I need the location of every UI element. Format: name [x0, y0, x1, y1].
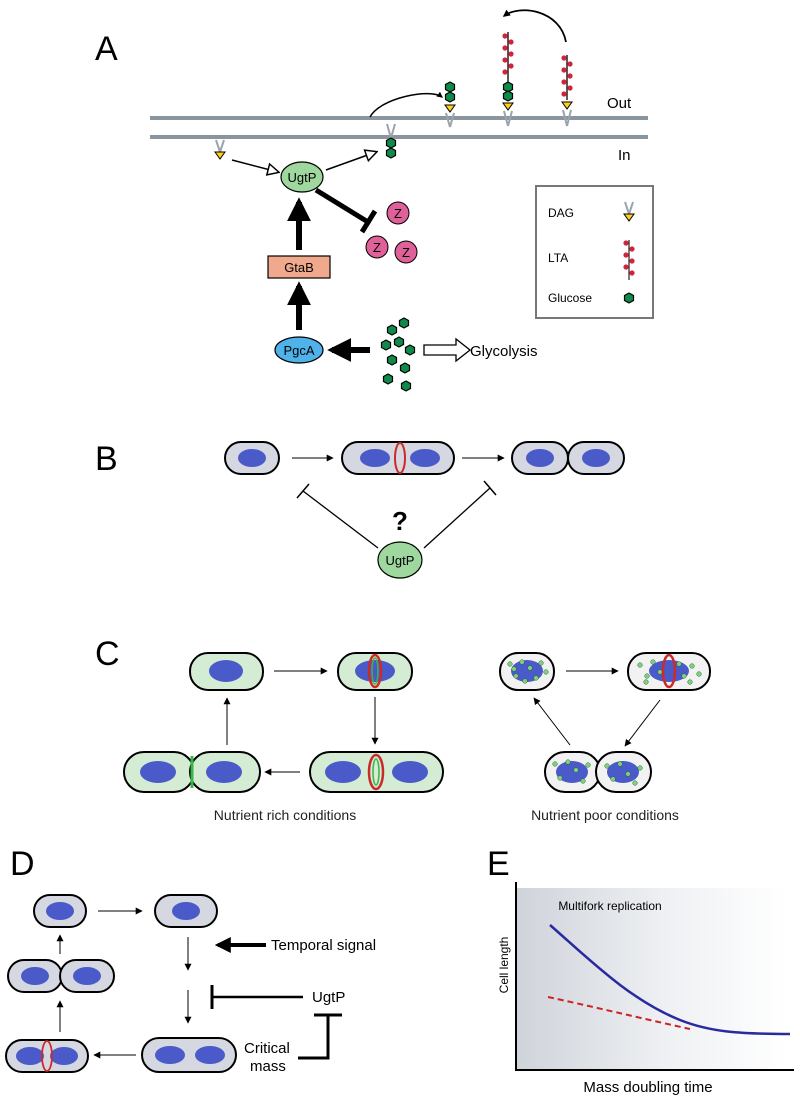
poor-caption: Nutrient poor conditions: [531, 807, 679, 823]
pgca-node: [274, 336, 324, 364]
critical-mass-connector: [298, 1015, 330, 1060]
glycolysis-arrow: [423, 337, 472, 363]
gtab-node: [267, 255, 331, 279]
ugtp-inhibit-right-line: [423, 487, 491, 549]
dag-to-ugtp-arrow: [231, 159, 278, 172]
panel-d-cell-4: [5, 1039, 89, 1073]
panel-d-cell-2: [154, 894, 218, 928]
cell-length-solid-curve: [549, 924, 791, 1036]
poor-cell-3: [544, 751, 652, 793]
svg-text:Z: Z: [402, 245, 410, 260]
z-ring-2: Z: [365, 235, 389, 259]
dag-icon: [214, 139, 226, 160]
panel-d-cell-3: [141, 1037, 237, 1073]
ugtp-inhibit-left-bar: [296, 483, 310, 499]
temporal-signal-label: Temporal signal: [271, 937, 376, 954]
svg-text:Z: Z: [373, 240, 381, 255]
panel-b-cell-2: [341, 441, 455, 475]
panel-b-letter: B: [95, 440, 118, 478]
panel-d-cell-1: [33, 894, 87, 928]
ugtp-inhibit-right-bar: [483, 480, 497, 496]
legend-glucose-icon: [623, 292, 635, 304]
panel-d-letter: D: [10, 845, 35, 883]
multifork-region: [516, 888, 786, 1070]
legend-dag-label: DAG: [548, 206, 574, 220]
panel-b-ugtp-node: [377, 541, 423, 579]
out-label: Out: [607, 95, 632, 112]
glycolysis-label: Glycolysis: [470, 343, 538, 360]
ugtp-node: [280, 161, 324, 193]
ugtp-label: UgtP: [288, 170, 317, 185]
panel-b-cell-3: [511, 441, 625, 475]
z-ring-3: Z: [394, 240, 418, 264]
glucose-pile-icon: [380, 317, 416, 392]
inhibition-bar: [359, 209, 378, 234]
lta-icon: [561, 55, 573, 127]
lta-glucose-icon: [502, 32, 514, 127]
critical-mass-label-line1: Critical: [244, 1040, 290, 1057]
panel-e-ylabel: Cell length: [497, 937, 511, 994]
rich-cell-4: [123, 751, 261, 793]
pgca-label: PgcA: [283, 343, 314, 358]
panel-b-ugtp-label: UgtP: [386, 553, 415, 568]
panel-a-letter: A: [95, 30, 118, 68]
cell-length-dashed-curve: [547, 996, 691, 1030]
outer-glycolipid-icon: [444, 81, 456, 128]
poor-cell-2: [627, 652, 711, 691]
rich-cell-1: [189, 652, 264, 691]
rich-cell-3: [309, 751, 444, 793]
poor-cell-1: [499, 652, 555, 691]
ugtp-to-glycolipid-arrow: [325, 152, 376, 171]
ugtp-inhibit-left-line: [302, 490, 379, 549]
rich-caption: Nutrient rich conditions: [214, 807, 356, 823]
flip-arrow: [369, 91, 443, 118]
panel-d-cell-5: [7, 959, 115, 993]
panel-e-letter: E: [487, 845, 510, 883]
panel-c-letter: C: [95, 635, 120, 673]
panel-d-ugtp-label: UgtP: [312, 989, 345, 1006]
rich-cell-2: [337, 652, 413, 691]
legend-lta-label: LTA: [548, 251, 568, 265]
svg-text:Z: Z: [394, 206, 402, 221]
gtab-label: GtaB: [284, 260, 314, 275]
glycolipid-icon: [385, 123, 397, 159]
panel-b-cell-1: [224, 441, 280, 475]
panel-e-title: Multifork replication: [558, 899, 661, 913]
panel-e-xlabel: Mass doubling time: [583, 1079, 712, 1096]
legend-glucose-label: Glucose: [548, 291, 592, 305]
legend-lta-icon: [623, 240, 635, 280]
lta-transfer-arrow: [502, 9, 567, 43]
question-mark: ?: [392, 506, 408, 536]
critical-mass-label-line2: mass: [250, 1058, 286, 1075]
z-ring-1: Z: [386, 201, 410, 225]
in-label: In: [618, 147, 631, 164]
poor-arrow-2: [624, 699, 661, 747]
poor-arrow-3: [533, 697, 571, 746]
ugtp-inhibits-z-line: [314, 187, 370, 225]
